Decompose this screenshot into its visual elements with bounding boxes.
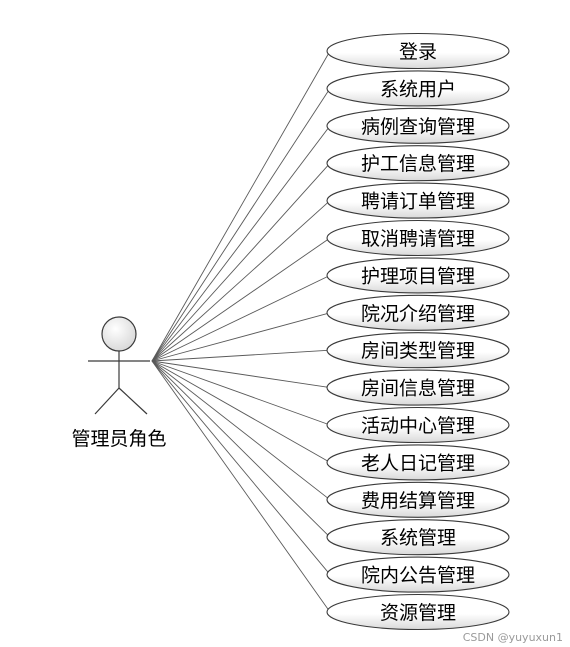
use-case-label: 老人日记管理 [361, 452, 475, 474]
use-case: 系统管理 [326, 519, 510, 556]
use-case-ellipse [326, 406, 510, 444]
association-line [151, 360, 331, 463]
use-case-ellipse [326, 145, 510, 182]
association-line [151, 360, 331, 613]
association-line [151, 274, 331, 362]
use-case-label: 资源管理 [380, 602, 456, 624]
association-line [151, 162, 331, 362]
use-case-label: 系统用户 [380, 78, 456, 100]
use-case: 聘请订单管理 [326, 182, 510, 219]
use-case: 护工信息管理 [326, 145, 510, 182]
use-case-ellipse [326, 369, 510, 406]
use-case-ellipse [326, 481, 510, 518]
use-case-label: 房间信息管理 [361, 378, 475, 400]
actor-left-leg [94, 387, 120, 415]
association-line [151, 349, 331, 362]
use-case: 院况介绍管理 [326, 294, 510, 331]
use-case-label: 房间类型管理 [361, 340, 475, 362]
use-case: 取消聘请管理 [326, 219, 510, 257]
use-case-ellipse [326, 294, 510, 331]
use-case-ellipse [326, 257, 510, 294]
use-case: 护理项目管理 [326, 257, 510, 294]
watermark: CSDN @yuyuxun1 [463, 631, 563, 644]
use-case: 费用结算管理 [326, 481, 510, 518]
actor-label: 管理员角色 [71, 428, 166, 450]
use-case: 系统用户 [326, 70, 510, 107]
use-case-ellipse [326, 593, 510, 631]
association-line [151, 360, 331, 575]
use-case-ellipse [326, 332, 510, 369]
association-lines [151, 50, 331, 613]
actor-head [101, 316, 137, 352]
use-case-label: 病例查询管理 [361, 116, 475, 138]
use-case: 登录 [326, 32, 510, 70]
use-case-ellipse [326, 519, 510, 556]
association-line [151, 200, 331, 362]
use-case-label: 聘请订单管理 [361, 191, 475, 213]
association-line [151, 50, 331, 362]
use-case-ellipse [326, 556, 510, 593]
use-case-label: 系统管理 [380, 527, 456, 549]
use-case-ellipse [326, 182, 510, 219]
use-case-ellipse [326, 32, 510, 70]
use-case-label: 活动中心管理 [361, 415, 475, 437]
use-case: 病例查询管理 [326, 107, 510, 144]
association-line [151, 360, 331, 538]
use-case-list: 登录系统用户病例查询管理护工信息管理聘请订单管理取消聘请管理护理项目管理院况介绍… [326, 32, 510, 631]
use-case: 院内公告管理 [326, 556, 510, 593]
use-case-label: 取消聘请管理 [361, 228, 475, 250]
use-case: 房间类型管理 [326, 332, 510, 369]
use-case: 老人日记管理 [326, 444, 510, 481]
use-case-ellipse [326, 219, 510, 257]
use-case-label: 费用结算管理 [361, 490, 475, 512]
use-case-ellipse [326, 70, 510, 107]
use-case: 房间信息管理 [326, 369, 510, 406]
association-line [151, 125, 331, 362]
use-case-label: 护理项目管理 [361, 265, 475, 287]
association-line [151, 360, 331, 426]
use-case: 资源管理 [326, 593, 510, 631]
use-case-label: 院况介绍管理 [361, 303, 475, 325]
actor-right-leg [118, 387, 148, 415]
use-case-ellipse [326, 107, 510, 144]
association-line [151, 360, 331, 501]
use-case-label: 护工信息管理 [361, 153, 475, 175]
association-line [151, 88, 331, 362]
association-line [151, 237, 331, 362]
use-case-label: 登录 [399, 41, 437, 63]
association-line [151, 312, 331, 362]
actor-figure: 管理员角色 [71, 316, 167, 450]
use-case-ellipse [326, 444, 510, 481]
association-line [151, 360, 331, 389]
use-case-label: 院内公告管理 [361, 565, 475, 587]
use-case: 活动中心管理 [326, 406, 510, 444]
